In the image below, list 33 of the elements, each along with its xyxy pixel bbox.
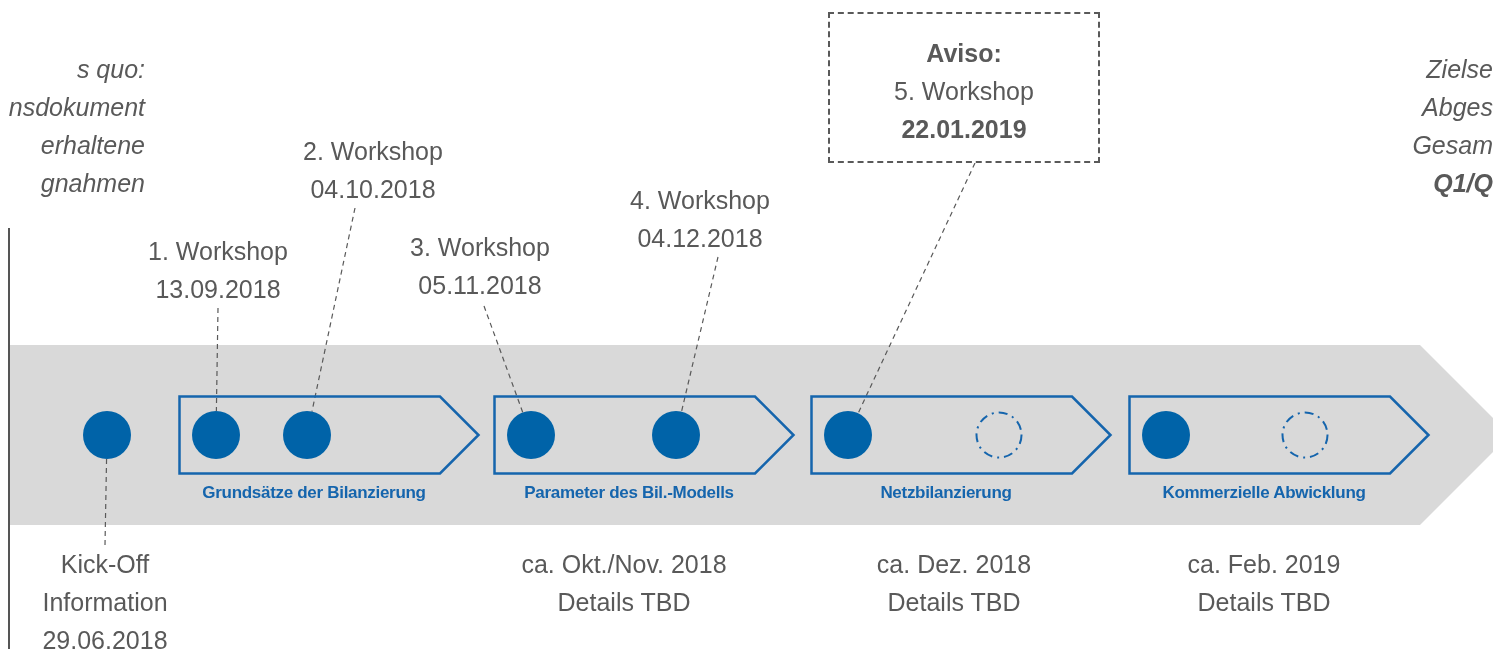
milestone-dot: [652, 411, 700, 459]
milestone-dot: [1142, 411, 1190, 459]
milestone-label: 4. Workshop 04.12.2018: [610, 181, 790, 257]
planned-milestone-circle: [1281, 411, 1329, 459]
milestone-dot: [83, 411, 131, 459]
announcement-box: [828, 12, 1100, 163]
phase-title: Parameter des Bil.-Modells: [523, 483, 735, 503]
milestone-label: 1. Workshop 13.09.2018: [128, 232, 308, 308]
leader-line: [483, 305, 524, 414]
planned-milestone-circle: [975, 411, 1023, 459]
milestone-dot: [507, 411, 555, 459]
target-note: Zielse Abges Gesam Q1/Q: [1411, 54, 1493, 199]
leader-line: [104, 458, 108, 546]
leader-line: [215, 307, 219, 412]
leader-line: [311, 207, 356, 413]
milestone-label: Kick-Off Information 29.06.2018: [30, 545, 180, 649]
phase-title: Grundsätze der Bilanzierung: [201, 483, 427, 503]
milestone-label: 2. Workshop 04.10.2018: [283, 132, 463, 208]
milestone-dot: [283, 411, 331, 459]
phase-date-note: ca. Dez. 2018 Details TBD: [875, 549, 1033, 618]
workshop-name: 5. Workshop: [893, 76, 1035, 107]
phase-title: Netzbilanzierung: [879, 483, 1013, 503]
phase-date-note: ca. Okt./Nov. 2018 Details TBD: [520, 549, 728, 618]
box-heading: Aviso:: [925, 38, 1003, 69]
milestone-label: 3. Workshop 05.11.2018: [390, 228, 570, 304]
milestone-dot: [824, 411, 872, 459]
leader-line: [680, 256, 719, 413]
phase-date-note: ca. Feb. 2019 Details TBD: [1186, 549, 1342, 618]
workshop-date: 22.01.2019: [900, 114, 1028, 145]
status-quo-note: s quo: nsdokument erhaltene gnahmen: [7, 54, 145, 199]
phase-title: Kommerzielle Abwicklung: [1161, 483, 1367, 503]
leader-line: [857, 162, 976, 414]
milestone-dot: [192, 411, 240, 459]
